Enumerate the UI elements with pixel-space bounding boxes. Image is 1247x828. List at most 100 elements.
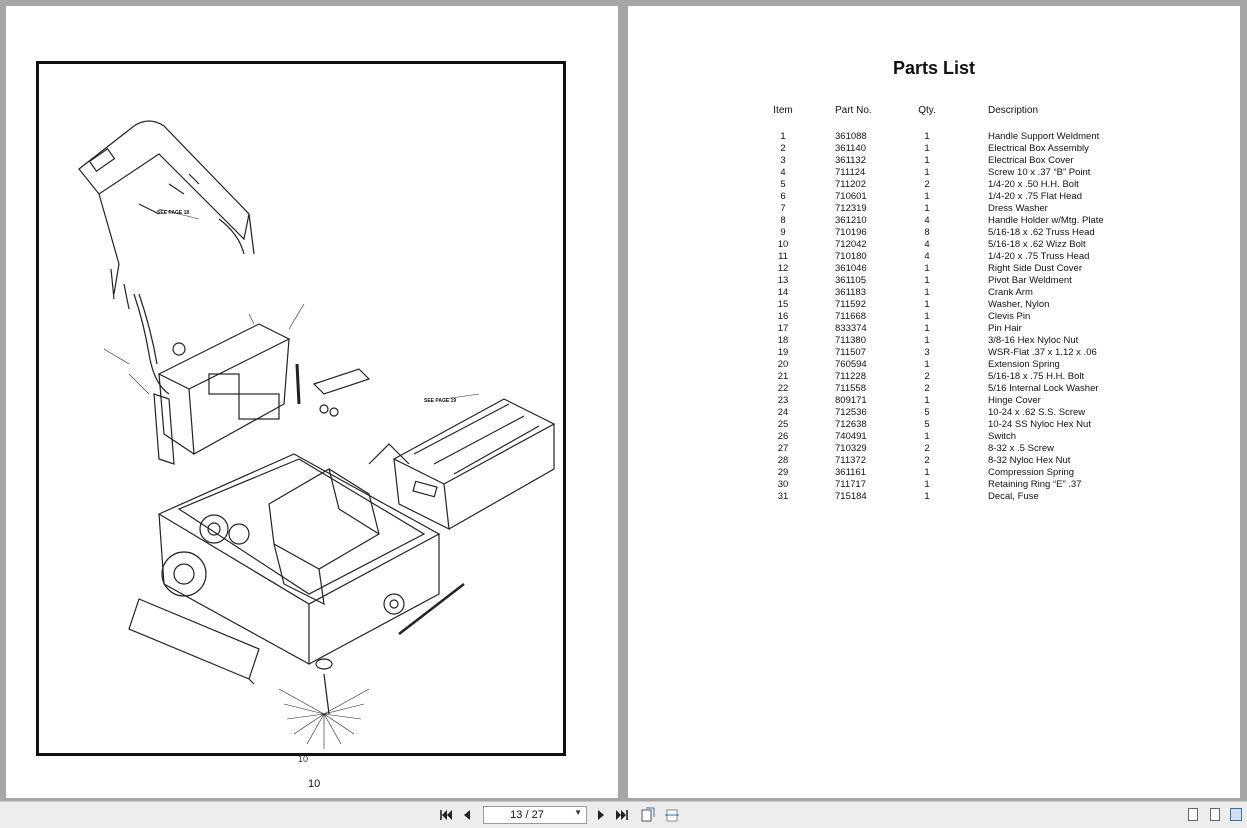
part-no-cell: 361105 — [835, 275, 866, 286]
item-cell: 18 — [777, 335, 789, 346]
qty-cell: 1 — [924, 203, 930, 214]
part-no-cell: 740491 — [835, 431, 867, 442]
qty-cell: 1 — [924, 131, 930, 142]
item-cell: 20 — [777, 359, 789, 370]
part-no-cell: 711507 — [835, 347, 866, 358]
description-cell: 10-24 x .62 S.S. Screw — [988, 407, 1086, 418]
description-cell: Compression Spring — [988, 467, 1075, 478]
description-cell: Pin Hair — [988, 323, 1022, 334]
qty-cell: 4 — [924, 239, 930, 250]
item-cell: 16 — [777, 311, 789, 322]
qty-cell: 8 — [924, 227, 930, 238]
part-no-cell: 711668 — [835, 311, 866, 322]
description-cell: 5/16-18 x .75 H.H. Bolt — [988, 371, 1085, 382]
description-cell: Right Side Dust Cover — [988, 263, 1082, 274]
part-no-cell: 710601 — [835, 191, 867, 202]
description-cell: Crank Arm — [988, 287, 1033, 298]
continuous-view-icon[interactable] — [1210, 808, 1220, 821]
qty-cell: 1 — [924, 467, 930, 478]
qty-cell: 5 — [924, 407, 930, 418]
header-part-no: Part No. — [835, 105, 872, 116]
item-cell: 13 — [777, 275, 789, 286]
item-cell: 21 — [777, 371, 789, 382]
item-cell: 30 — [777, 479, 789, 490]
page-number-select[interactable]: 13 / 27 ▼ — [483, 806, 587, 824]
item-cell: 28 — [777, 455, 789, 466]
item-cell: 2 — [780, 143, 786, 154]
fit-page-icon[interactable] — [639, 806, 657, 824]
qty-cell: 2 — [924, 383, 930, 394]
qty-cell: 2 — [924, 371, 930, 382]
qty-cell: 1 — [924, 155, 930, 166]
header-description: Description — [988, 105, 1039, 116]
parts-list-title: Parts List — [892, 58, 976, 78]
part-no-cell: 361183 — [835, 287, 866, 298]
item-cell: 4 — [780, 167, 786, 178]
item-cell: 23 — [777, 395, 789, 406]
part-no-cell: 361088 — [835, 131, 867, 142]
qty-cell: 1 — [924, 359, 930, 370]
part-no-cell: 715184 — [835, 491, 867, 502]
item-cell: 11 — [778, 251, 788, 262]
first-page-icon[interactable] — [437, 806, 455, 824]
description-cell: Electrical Box Assembly — [988, 143, 1089, 154]
item-cell: 19 — [777, 347, 789, 358]
item-cell: 17 — [777, 323, 789, 334]
fit-width-icon[interactable] — [663, 806, 681, 824]
qty-cell: 1 — [924, 395, 930, 406]
item-cell: 27 — [777, 443, 789, 454]
part-no-cell: 711380 — [835, 335, 866, 346]
description-cell: Retaining Ring “E” .37 — [988, 479, 1082, 490]
item-cell: 6 — [780, 191, 786, 202]
part-no-cell: 833374 — [835, 323, 867, 334]
description-cell: Decal, Fuse — [988, 491, 1039, 502]
description-cell: Handle Holder w/Mtg. Plate — [988, 215, 1104, 226]
part-no-cell: 712536 — [835, 407, 867, 418]
qty-cell: 1 — [924, 335, 930, 346]
qty-cell: 4 — [924, 215, 930, 226]
left-page: SEE PAGE 18 SEE PAGE 19 10 10 — [6, 6, 618, 798]
prev-page-icon[interactable] — [458, 806, 476, 824]
description-cell: Handle Support Weldment — [988, 131, 1100, 142]
single-page-view-icon[interactable] — [1188, 808, 1198, 821]
qty-cell: 4 — [924, 251, 930, 262]
description-cell: Screw 10 x .37 “B” Point — [988, 167, 1091, 178]
part-no-cell: 710180 — [835, 251, 867, 262]
item-cell: 5 — [780, 179, 786, 190]
item-cell: 15 — [777, 299, 789, 310]
qty-cell: 1 — [924, 191, 930, 202]
callout-see-page-19: SEE PAGE 19 — [424, 398, 456, 404]
next-page-icon[interactable] — [592, 806, 610, 824]
right-page: Parts List Item Part No. Qty. Descriptio… — [628, 6, 1240, 798]
part-no-cell: 712638 — [835, 419, 867, 430]
qty-cell: 1 — [924, 431, 930, 442]
last-page-icon[interactable] — [613, 806, 631, 824]
part-no-cell: 710329 — [835, 443, 867, 454]
description-cell: 3/8-16 Hex Nyloc Nut — [988, 335, 1079, 346]
part-no-cell: 711124 — [835, 167, 866, 178]
qty-cell: 1 — [924, 275, 930, 286]
part-no-cell: 712042 — [835, 239, 867, 250]
qty-cell: 2 — [924, 179, 930, 190]
qty-cell: 5 — [924, 419, 930, 430]
item-cell: 9 — [780, 227, 786, 238]
facing-view-icon[interactable] — [1230, 808, 1242, 821]
item-cell: 14 — [777, 287, 789, 298]
description-cell: 5/16 Internal Lock Washer — [988, 383, 1099, 394]
qty-cell: 1 — [924, 167, 930, 178]
description-cell: Electrical Box Cover — [988, 155, 1074, 166]
part-no-cell: 712319 — [835, 203, 867, 214]
description-cell: WSR-Flat .37 x 1.12 x .06 — [988, 347, 1097, 358]
qty-cell: 2 — [924, 455, 930, 466]
description-cell: 5/16-18 x .62 Truss Head — [988, 227, 1095, 238]
part-no-cell: 711202 — [835, 179, 866, 190]
